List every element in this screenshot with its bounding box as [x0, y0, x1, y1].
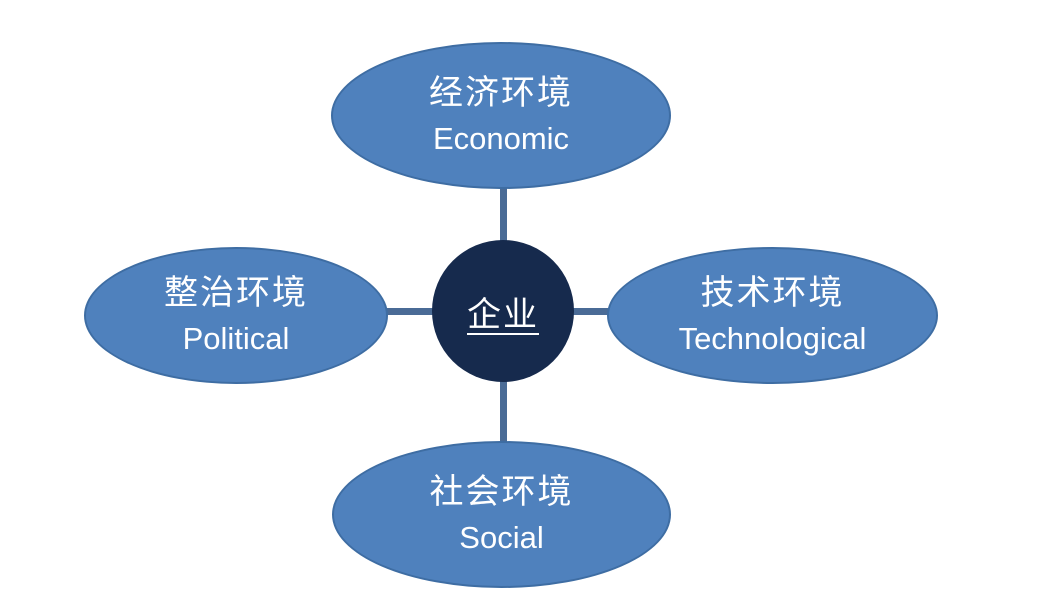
connector-center-right — [548, 308, 638, 315]
node-social-label-zh: 社会环境 — [429, 473, 574, 512]
node-political-label-en: Political — [182, 320, 290, 356]
node-political-label-zh: 整治环境 — [164, 274, 308, 313]
center-node-label: 企业 — [467, 295, 539, 334]
node-economic: 经济环境 Economic — [331, 42, 671, 189]
node-social: 社会环境 Social — [332, 441, 671, 588]
node-technological-label-zh: 技术环境 — [700, 274, 845, 313]
connector-center-bottom — [500, 352, 507, 462]
node-technological-label-en: Technological — [678, 320, 867, 356]
connector-center-top — [500, 150, 507, 260]
node-social-label-en: Social — [459, 519, 544, 555]
node-technological: 技术环境 Technological — [607, 247, 938, 384]
node-political: 整治环境 Political — [84, 247, 388, 384]
node-economic-label-en: Economic — [432, 120, 570, 156]
node-economic-label-zh: 经济环境 — [429, 74, 573, 113]
connector-center-left — [350, 308, 460, 315]
center-node-enterprise: 企业 — [432, 240, 574, 382]
